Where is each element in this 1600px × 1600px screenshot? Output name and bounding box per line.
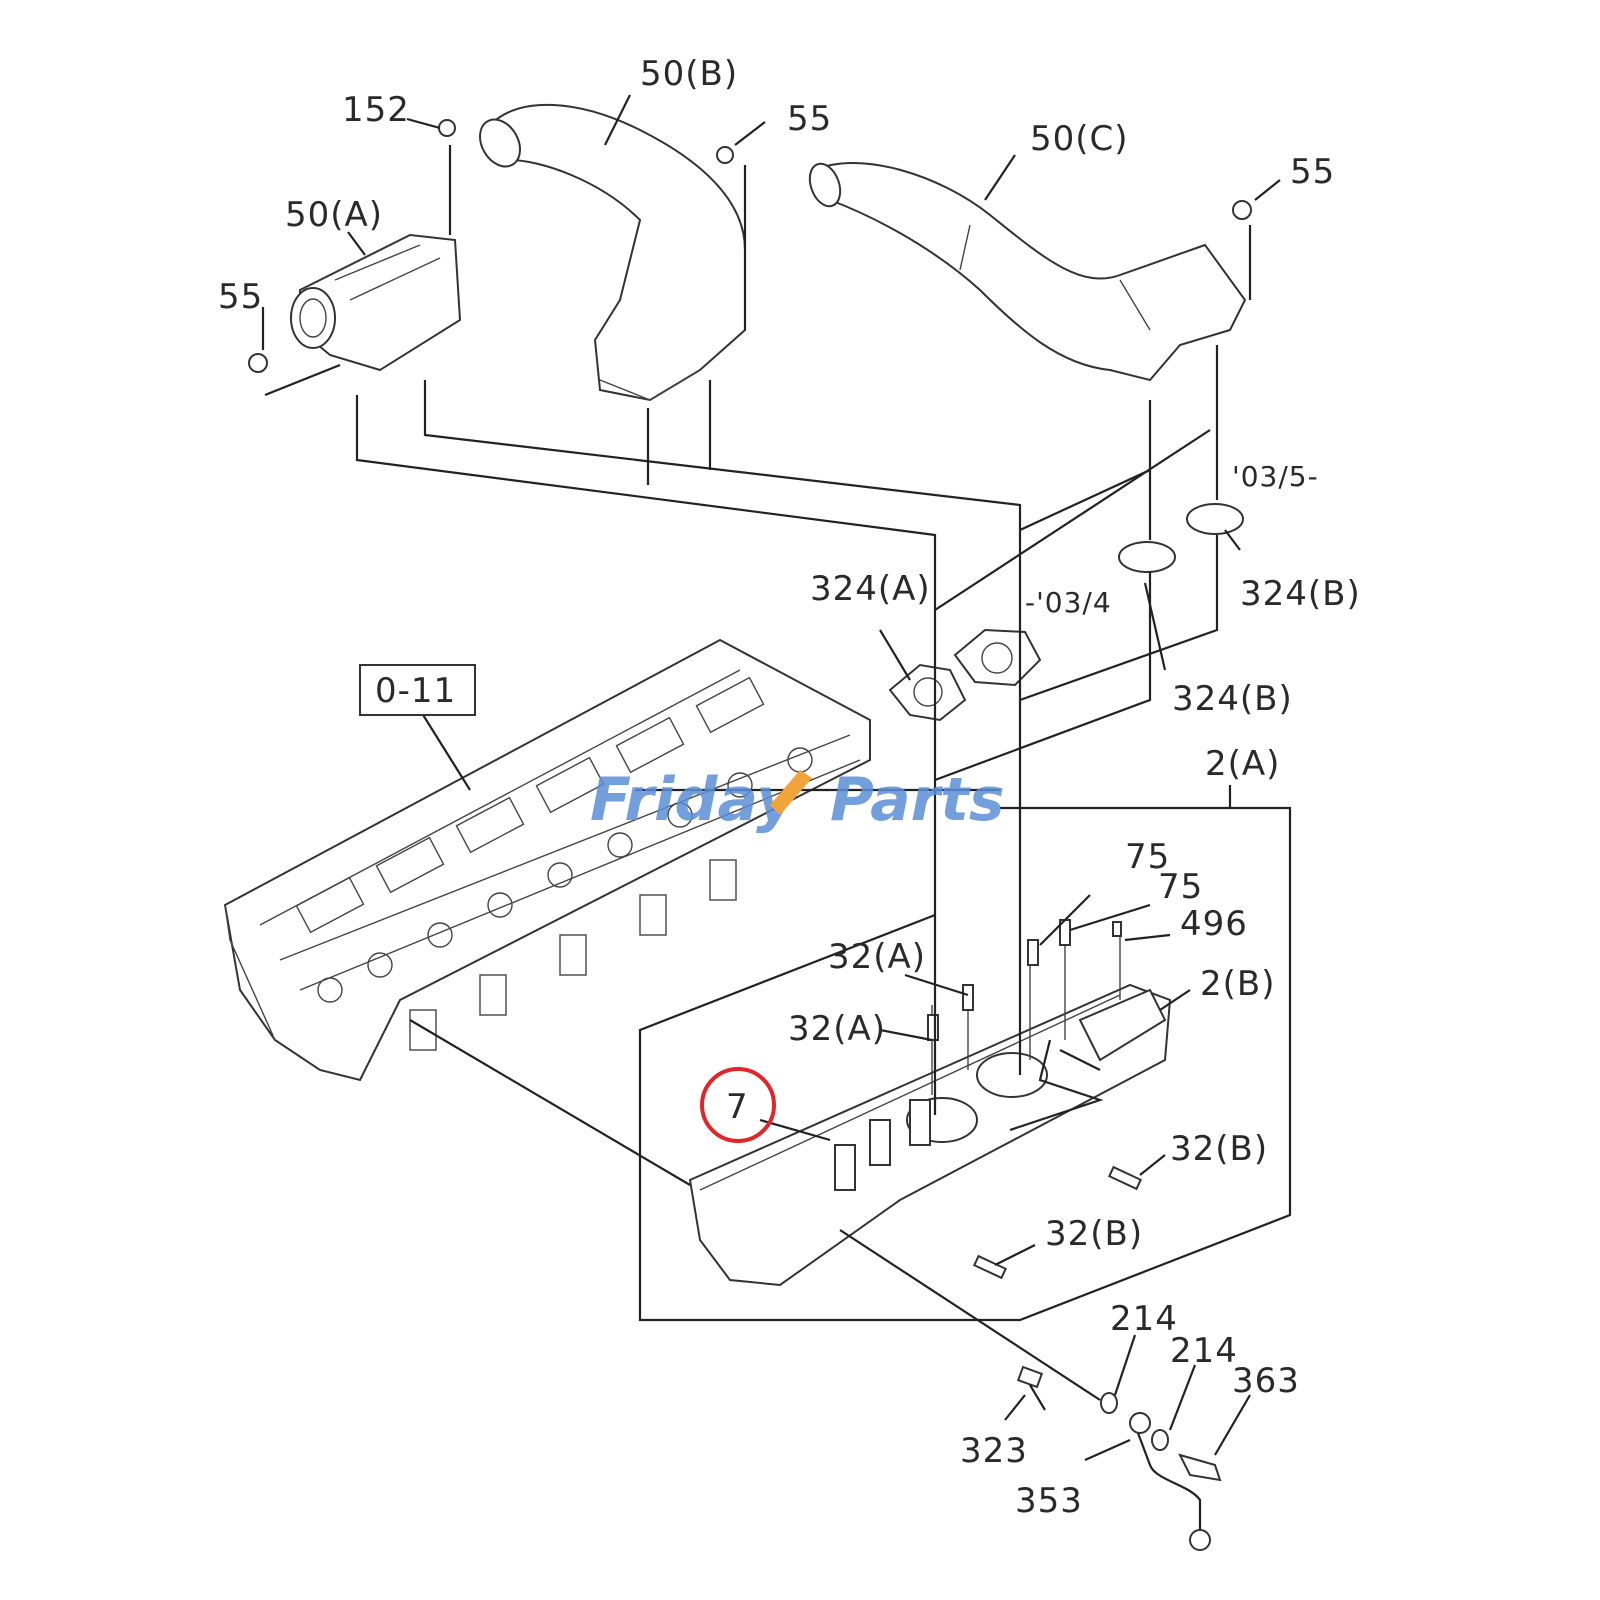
watermark-right: Parts: [830, 765, 1005, 835]
label-7: 7: [726, 1087, 749, 1127]
label-03-5: '03/5-: [1232, 460, 1319, 493]
part-50b-pipe: [479, 103, 746, 402]
label-75-a: 75: [1125, 837, 1170, 877]
leader-lines: [261, 94, 1292, 1462]
part-50c-pipe: [808, 162, 1252, 382]
gaskets-324: [888, 503, 1244, 722]
label-353: 353: [1015, 1481, 1083, 1521]
label-box-0-11: [359, 664, 476, 716]
label-324a: 324(A): [810, 569, 931, 609]
label-214-b: 214: [1170, 1331, 1238, 1371]
label-32b-lower: 32(B): [1045, 1214, 1143, 1254]
cylinder-head: [223, 638, 871, 1082]
label-324b-lower: 324(B): [1172, 679, 1293, 719]
label-55-top: 55: [787, 99, 832, 139]
label-03-4: -'03/4: [1025, 586, 1112, 619]
label-55-right: 55: [1290, 152, 1335, 192]
lower-hardware: [1016, 1365, 1222, 1551]
label-32b-right: 32(B): [1170, 1129, 1268, 1169]
label-32a-lower: 32(A): [788, 1009, 886, 1049]
label-32a-top: 32(A): [828, 937, 926, 977]
label-363: 363: [1232, 1361, 1300, 1401]
label-214-a: 214: [1110, 1299, 1178, 1339]
highlight-circle: [700, 1067, 776, 1143]
label-75-b: 75: [1158, 867, 1203, 907]
part-50a-outlet: [248, 119, 462, 373]
label-2a: 2(A): [1205, 744, 1280, 784]
watermark-logo: Friday Parts: [590, 765, 1005, 835]
label-50c: 50(C): [1030, 119, 1129, 159]
label-50b: 50(B): [640, 54, 738, 94]
label-2b: 2(B): [1200, 964, 1276, 1004]
label-323: 323: [960, 1431, 1028, 1471]
watermark-left: Friday: [590, 765, 798, 835]
label-55-left: 55: [218, 277, 263, 317]
housing-assembly-2a: [688, 919, 1172, 1287]
label-496: 496: [1180, 904, 1248, 944]
label-324b-right: 324(B): [1240, 574, 1361, 614]
label-50a: 50(A): [285, 195, 383, 235]
label-0-11: 0-11: [375, 671, 456, 711]
label-152: 152: [342, 90, 410, 130]
watermark-check-icon: [770, 770, 812, 815]
